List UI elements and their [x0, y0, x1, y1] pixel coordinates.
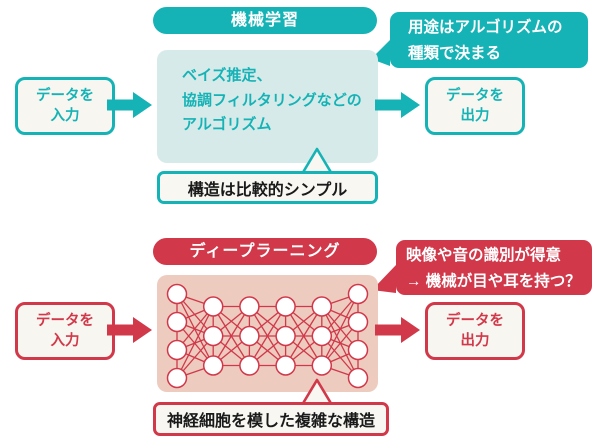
machine-callout: 構造は比較的シンプル [157, 171, 378, 204]
callout-tail-icon [300, 378, 334, 405]
machine-learning-speech-bubble: 用途はアルゴリズムの 種類で決まる [371, 12, 588, 68]
deep-output-box: データを 出力 [425, 302, 525, 360]
arrow-right-icon [107, 317, 152, 343]
bubble-line: 用途はアルゴリズムの [408, 19, 563, 36]
output-label-line: 出力 [460, 333, 490, 349]
deep-callout: 神経細胞を模した複雑な構造 [153, 402, 389, 436]
speech-bubble-tail-icon [372, 265, 396, 293]
machine-learning-title: 機械学習 [153, 7, 377, 34]
bubble-line: 映像や音の識別が得意 [406, 247, 562, 264]
machine-output-box: データを 出力 [425, 77, 525, 135]
arrow-right-icon [375, 317, 420, 343]
neural-network-diagram [166, 283, 369, 389]
output-label-line: 出力 [460, 108, 490, 124]
bubble-line: 種類で決まる [408, 45, 502, 62]
input-label-line: データを [36, 313, 94, 329]
deep-learning-speech-bubble: 映像や音の識別が得意 → 機械が目や耳を持つ？ [372, 240, 592, 295]
machine-input-box: データを 入力 [15, 77, 115, 135]
output-label-line: データを [446, 88, 504, 104]
deep-learning-title: ディープラーニング [153, 238, 377, 265]
algorithm-line: ベイズ推定、 [182, 67, 272, 84]
algorithm-line: アルゴリズム [182, 116, 272, 133]
arrow-right-icon [375, 92, 420, 118]
input-label-line: 入力 [50, 108, 80, 124]
arrow-right-icon [107, 92, 152, 118]
output-label-line: データを [446, 313, 504, 329]
deep-learning-section: ディープラーニング 映像や音の識別が得意 → 機械が目や耳を持つ？ データを 入… [0, 220, 600, 441]
callout-tail-icon [300, 147, 334, 174]
neural-network-box [157, 275, 378, 392]
input-label-line: 入力 [50, 333, 80, 349]
machine-algorithm-box: ベイズ推定、 協調フィルタリングなどの アルゴリズム [157, 50, 378, 163]
deep-input-box: データを 入力 [15, 302, 115, 360]
bubble-line: → 機械が目や耳を持つ？ [406, 273, 581, 290]
machine-learning-section: 機械学習 用途はアルゴリズムの 種類で決まる データを 入力 ベイズ推定、 協調… [0, 0, 600, 220]
algorithm-line: 協調フィルタリングなどの [182, 91, 362, 109]
input-label-line: データを [36, 88, 94, 104]
